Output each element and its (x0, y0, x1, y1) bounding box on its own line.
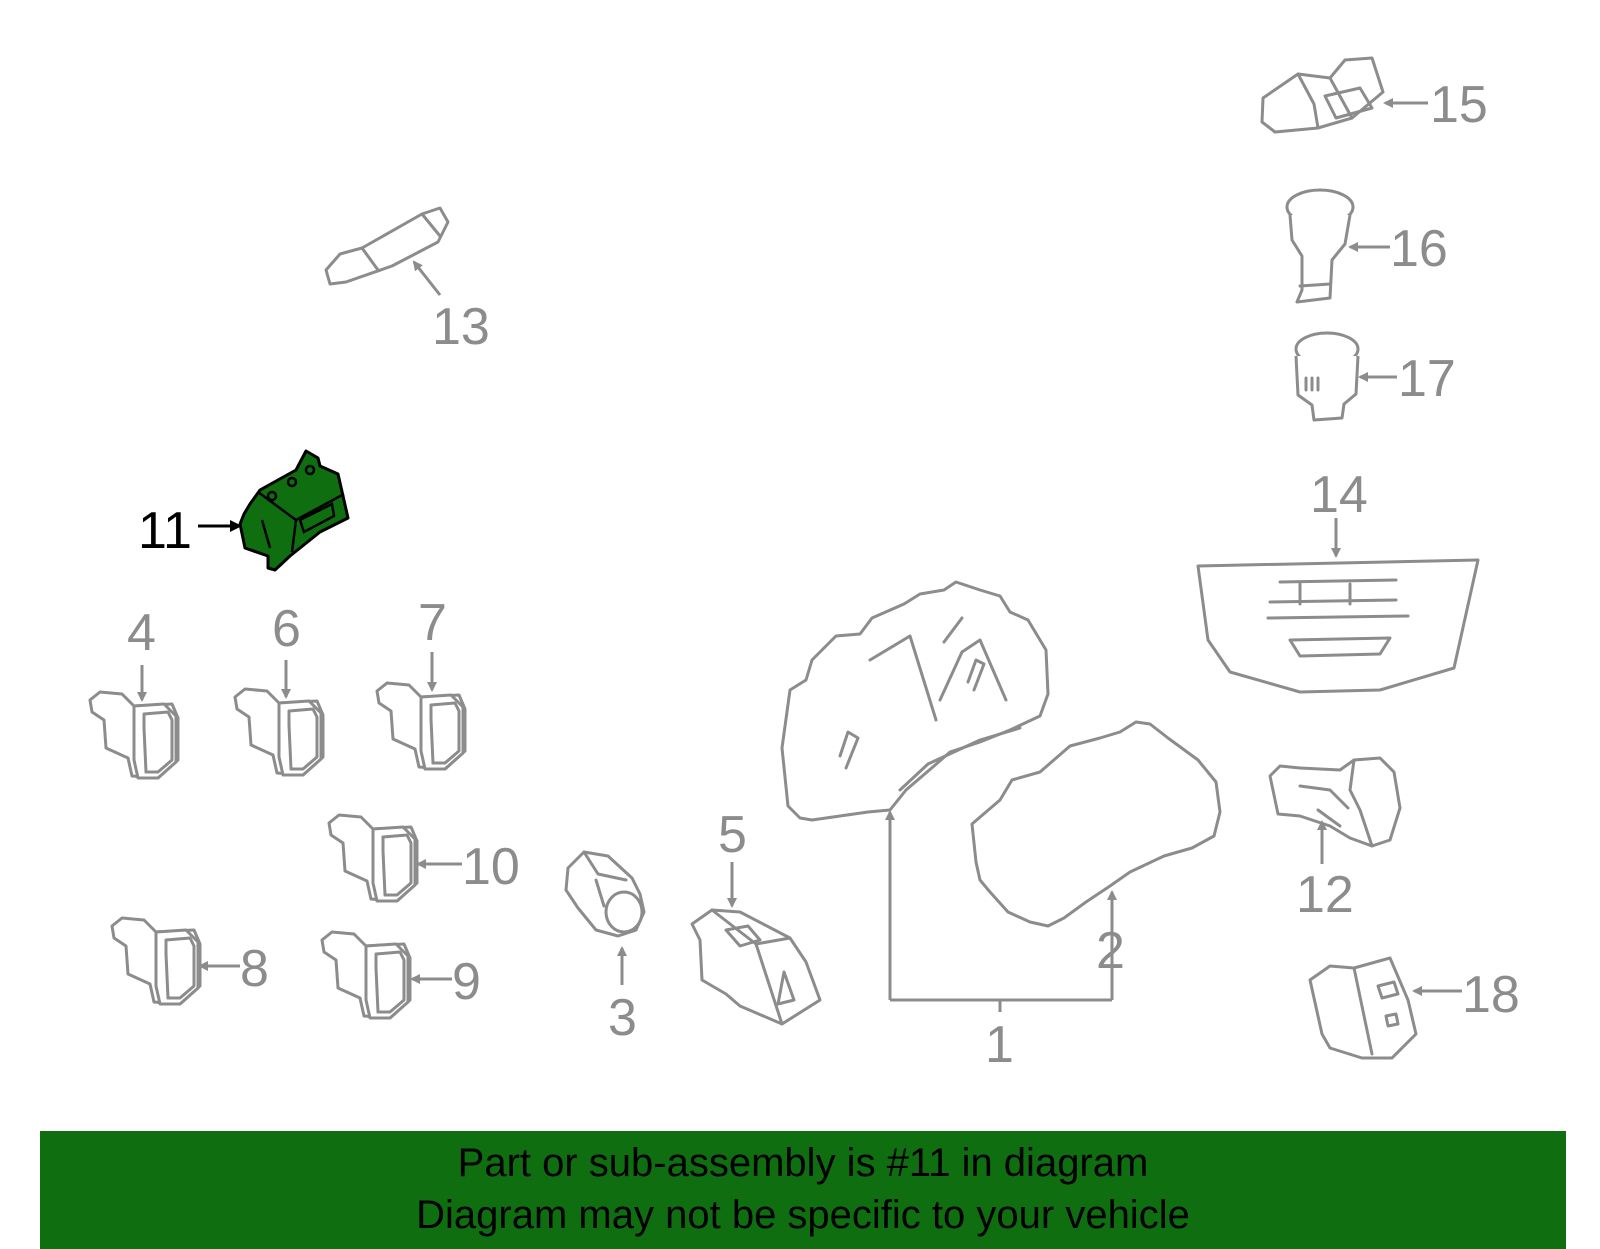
callout-17: 17 (1398, 350, 1456, 408)
callout-15: 15 (1430, 76, 1488, 134)
footer-line-part-info: Part or sub-assembly is #11 in diagram (457, 1141, 1149, 1185)
part-10-switch (327, 813, 419, 903)
leader-13 (412, 260, 442, 296)
part-4-switch (88, 690, 180, 780)
part-8-switch (110, 916, 202, 1006)
part-2-cluster-lens (970, 720, 1222, 928)
part-15-switch (1260, 56, 1385, 134)
callout-3: 3 (608, 989, 637, 1047)
callout-13: 13 (432, 298, 490, 356)
part-16-knob (1285, 188, 1355, 304)
callout-16: 16 (1390, 220, 1448, 278)
part-17-knob (1294, 331, 1360, 422)
part-5-hazard-switch (690, 908, 822, 1026)
part-13-bar (324, 206, 450, 286)
part-9-switch (320, 930, 412, 1020)
footer-banner: Part or sub-assembly is #11 in diagram D… (40, 1131, 1566, 1249)
callout-4: 4 (127, 604, 156, 662)
callout-8: 8 (240, 940, 269, 998)
callout-10: 10 (462, 838, 520, 896)
callout-11: 11 (138, 502, 192, 560)
part-1-instrument-cluster (780, 580, 1050, 822)
callout-12: 12 (1296, 866, 1354, 924)
callout-5: 5 (718, 806, 747, 864)
part-11-switch-highlighted (238, 449, 350, 572)
callout-7: 7 (418, 594, 447, 652)
callout-6: 6 (272, 600, 301, 658)
part-3-knob-switch (564, 850, 646, 938)
callout-1: 1 (985, 1016, 1014, 1074)
part-6-switch (233, 687, 325, 777)
part-12-ignition-switch (1268, 756, 1402, 848)
callout-9: 9 (452, 953, 481, 1011)
part-14-bezel-panel (1196, 558, 1480, 694)
callout-14: 14 (1310, 466, 1368, 524)
part-18-switch (1308, 956, 1418, 1060)
part-7-switch (375, 681, 467, 771)
callout-2: 2 (1096, 922, 1125, 980)
leader-1-base (890, 998, 1112, 1012)
footer-line-disclaimer: Diagram may not be specific to your vehi… (416, 1193, 1190, 1237)
callout-18: 18 (1462, 966, 1520, 1024)
